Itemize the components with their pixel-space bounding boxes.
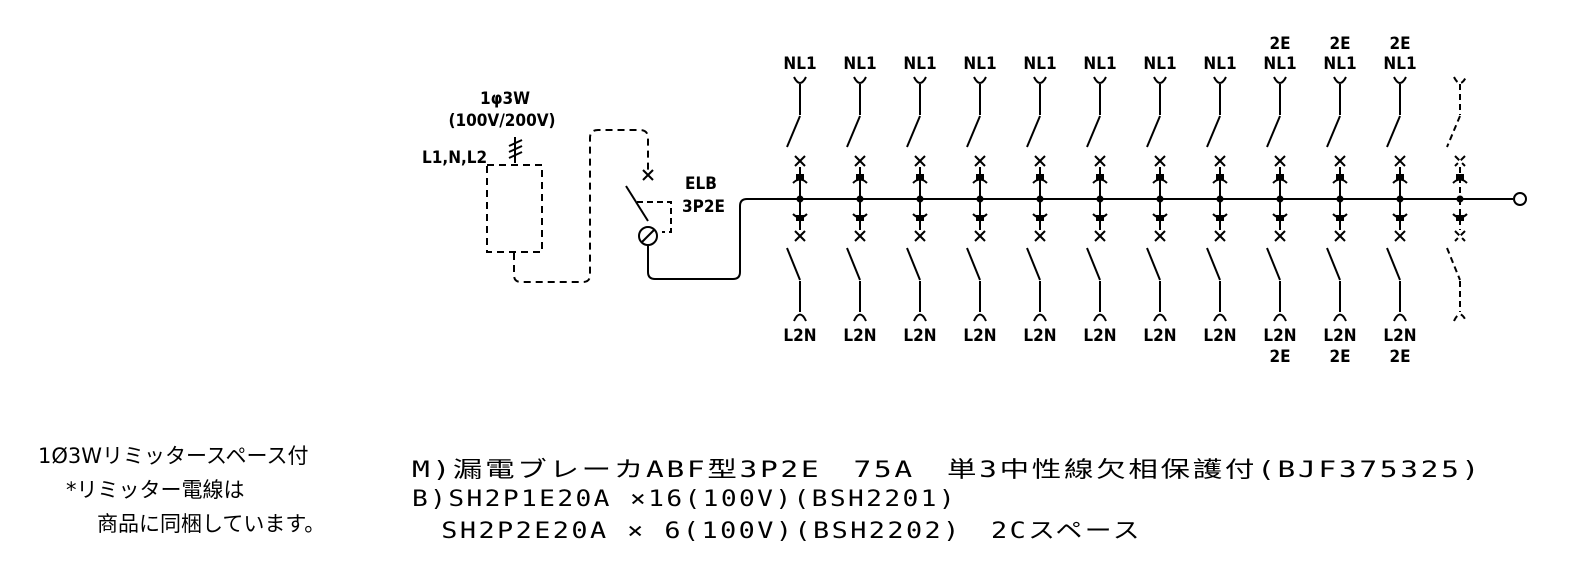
lower-breaker-9-label: L2N (1263, 326, 1296, 346)
upper-breaker-6-label: NL1 (1083, 54, 1116, 74)
three-wire-mark (508, 137, 523, 163)
lower-breaker-8 (1206, 199, 1228, 322)
upper-breaker-6 (1086, 76, 1108, 203)
note-line-1: 1Ø3Wリミッタースペース付 (38, 444, 308, 468)
lower-breaker-1 (786, 199, 808, 322)
lower-breaker-11-earth-label: 2E (1389, 347, 1410, 367)
lower-breaker-9-earth-label: 2E (1269, 347, 1290, 367)
lower-breaker-2-label: L2N (843, 326, 876, 346)
lower-breaker-10-earth-label: 2E (1329, 347, 1350, 367)
upper-breaker-8 (1206, 76, 1228, 203)
note-line-2: *リミッター電線は (66, 478, 245, 502)
lower-breaker-5 (1026, 199, 1048, 322)
lower-breaker-10-label: L2N (1323, 326, 1356, 346)
supply-phase-label: 1φ3W (480, 89, 530, 109)
upper-breaker-7-label: NL1 (1143, 54, 1176, 74)
upper-breaker-3 (906, 76, 928, 203)
upper-breaker-2 (846, 76, 868, 203)
upper-breaker-4-label: NL1 (963, 54, 996, 74)
supply-wires-label: L1,N,L2 (422, 148, 487, 168)
main-breaker-poles: 3P2E (682, 197, 725, 217)
upper-breaker-4 (966, 76, 988, 203)
lower-breaker-4-label: L2N (963, 326, 996, 346)
main-breaker-name: ELB (685, 174, 717, 194)
limiter-notes: 1Ø3Wリミッタースペース付 *リミッター電線は 商品に同梱しています。 (38, 444, 325, 536)
lower-breaker-11 (1386, 199, 1408, 322)
lower-breaker-4 (966, 199, 988, 322)
busbar-terminal (1513, 192, 1527, 206)
lower-breaker-3 (906, 199, 928, 322)
busbar (755, 192, 1527, 206)
spec-line-branch-2: SH2P2E20A × 6(100V)(BSH2202) 2Cスペース (412, 519, 1142, 544)
limiter-cable-dashed (513, 129, 649, 283)
lower-breaker-12 (1446, 199, 1468, 322)
lower-breaker-3-label: L2N (903, 326, 936, 346)
upper-breaker-11 (1386, 76, 1408, 203)
upper-breaker-3-label: NL1 (903, 54, 936, 74)
upper-breaker-9-label: NL1 (1263, 54, 1296, 74)
upper-breaker-9 (1266, 76, 1288, 203)
note-line-3: 商品に同梱しています。 (97, 512, 325, 536)
spec-line-branch-1: B)SH2P1E20A ×16(100V)(BSH2201) (412, 487, 957, 512)
supply-section: 1φ3W (100V/200V) L1,N,L2 (422, 89, 649, 283)
lower-breaker-1-label: L2N (783, 326, 816, 346)
supply-voltage-label: (100V/200V) (448, 111, 555, 131)
lower-breaker-9 (1266, 199, 1288, 322)
upper-breaker-2-label: NL1 (843, 54, 876, 74)
upper-breaker-10 (1326, 76, 1348, 203)
breaker-spec-list: M)漏電ブレーカABF型3P2E 75A 単3中性線欠相保護付(BJF37532… (412, 458, 1482, 544)
lower-breaker-8-label: L2N (1203, 326, 1236, 346)
lower-breaker-11-label: L2N (1383, 326, 1416, 346)
lower-breaker-6 (1086, 199, 1108, 322)
lower-breaker-5-label: L2N (1023, 326, 1056, 346)
upper-breaker-9-earth-label: 2E (1269, 34, 1290, 54)
upper-breaker-12 (1446, 76, 1468, 203)
spec-line-main: M)漏電ブレーカABF型3P2E 75A 単3中性線欠相保護付(BJF37532… (412, 458, 1482, 483)
lower-breaker-10 (1326, 199, 1348, 322)
upper-breaker-11-label: NL1 (1383, 54, 1416, 74)
upper-breaker-10-earth-label: 2E (1329, 34, 1350, 54)
upper-breaker-1 (786, 76, 808, 203)
lower-breaker-2 (846, 199, 868, 322)
upper-breaker-8-label: NL1 (1203, 54, 1236, 74)
main-breaker-elb (625, 169, 755, 280)
lower-breaker-7-label: L2N (1143, 326, 1176, 346)
limiter-space-box (486, 164, 543, 253)
upper-breaker-10-label: NL1 (1323, 54, 1356, 74)
lower-breaker-7 (1146, 199, 1168, 322)
lower-breaker-6-label: L2N (1083, 326, 1116, 346)
upper-breaker-11-earth-label: 2E (1389, 34, 1410, 54)
upper-breaker-5 (1026, 76, 1048, 203)
upper-breaker-7 (1146, 76, 1168, 203)
upper-breaker-5-label: NL1 (1023, 54, 1056, 74)
upper-breaker-1-label: NL1 (783, 54, 816, 74)
